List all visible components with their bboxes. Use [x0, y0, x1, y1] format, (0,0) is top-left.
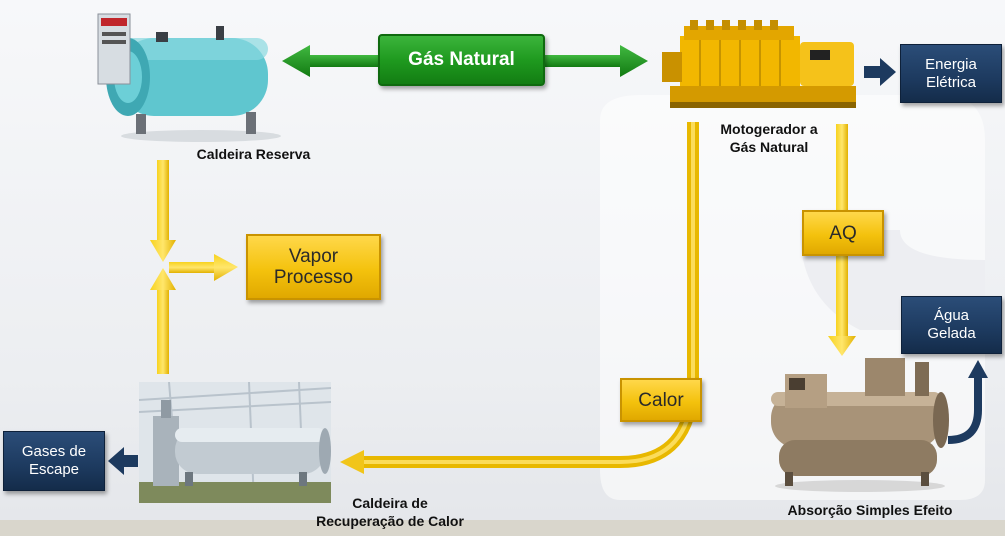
cold-water-label: Água Gelada [927, 307, 976, 342]
aq-box: AQ [802, 210, 884, 256]
aq-label: AQ [829, 222, 857, 244]
gas-arrow-right [545, 45, 648, 77]
backup-boiler-label: Caldeira Reserva [196, 146, 311, 162]
gas-arrow-left [282, 45, 380, 77]
cold-water-arrow [947, 360, 988, 444]
cold-water-box: Água Gelada [901, 296, 1002, 354]
electric-energy-box: Energia Elétrica [900, 44, 1002, 103]
exhaust-arrow [108, 447, 138, 475]
heat-box: Calor [620, 378, 702, 422]
recovery-boiler-label: Caldeira de Recuperação de Calor [316, 495, 464, 529]
natural-gas-box: Gás Natural [378, 34, 545, 86]
absorption-chiller-image [771, 358, 949, 492]
natural-gas-label: Gás Natural [408, 49, 515, 70]
process-steam-label: Vapor Processo [273, 246, 354, 288]
backup-boiler-image [97, 13, 281, 142]
recovery-boiler-image [139, 382, 331, 503]
exhaust-gas-box: Gases de Escape [3, 431, 105, 491]
electric-arrow [864, 58, 896, 86]
generator-image [662, 20, 856, 108]
heat-label: Calor [638, 389, 684, 411]
absorption-label: Absorção Simples Efeito [787, 502, 953, 518]
generator-label: Motogerador a Gás Natural [720, 121, 818, 155]
steam-line-from-boiler [150, 160, 176, 262]
process-steam-box: Vapor Processo [246, 234, 381, 300]
steam-arrow-to-process [169, 254, 238, 281]
exhaust-gas-label: Gases de Escape [21, 443, 87, 478]
steam-line-from-recovery [150, 268, 176, 374]
electric-energy-label: Energia Elétrica [925, 55, 977, 91]
